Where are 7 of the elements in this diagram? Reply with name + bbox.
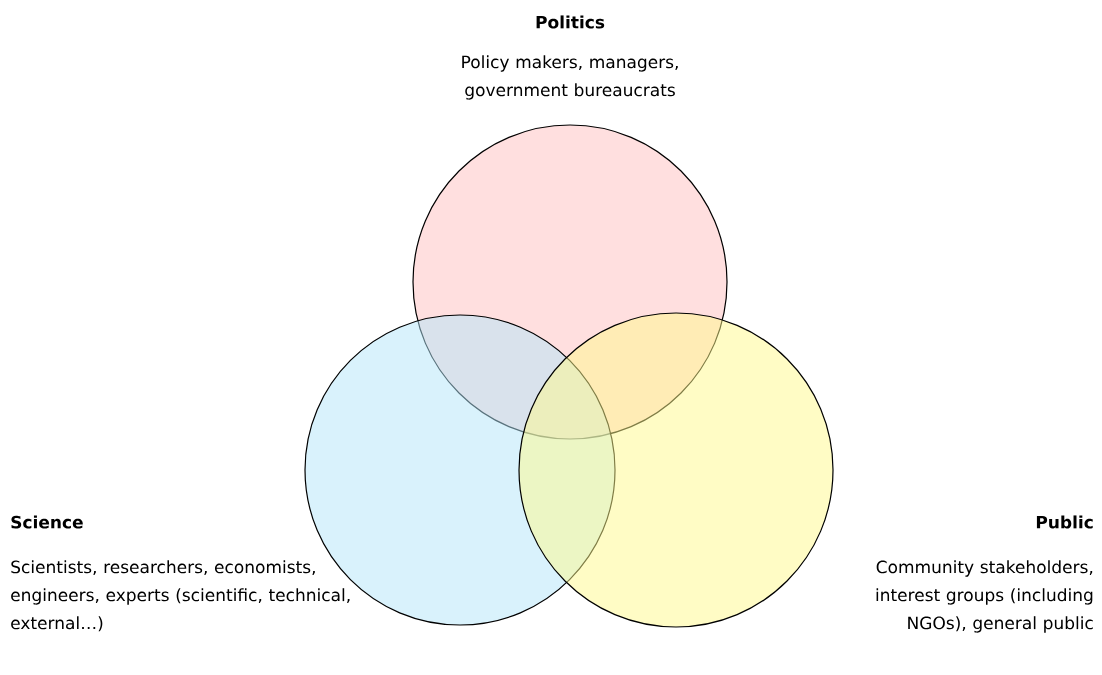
group-description: Community stakeholders, interest groups (including NGOs), general public [876, 560, 1093, 633]
group-description: Scientists, researchers, economists, engineers, experts (scientific, technical, external…) [11, 560, 350, 632]
group-heading: Science [11, 515, 83, 529]
group-heading: Politics [536, 15, 605, 29]
venn-circle [518, 312, 834, 628]
group-description: Policy makers, managers, government bureaucrats [462, 55, 678, 100]
group-heading: Public [1036, 515, 1093, 529]
